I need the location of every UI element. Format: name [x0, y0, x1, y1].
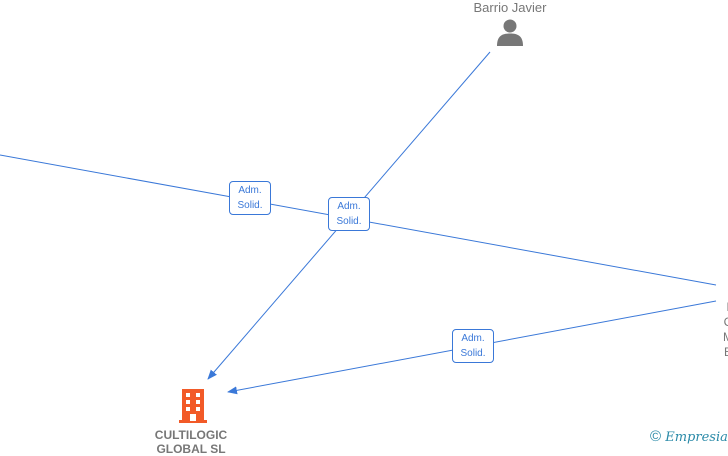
edge-label-line: Solid.: [460, 348, 486, 359]
edge-label-line: Solid.: [237, 200, 263, 211]
edge-label-line: Solid.: [336, 216, 362, 227]
name-line: GLOBAL SL: [156, 442, 226, 456]
brand-logo: Empresia: [665, 430, 728, 445]
company-name[interactable]: CULTILOGIC GLOBAL SL: [131, 428, 251, 456]
watermark: © Empresia: [650, 428, 728, 445]
person-right-name[interactable]: I C M E: [708, 300, 728, 360]
person-top-name[interactable]: Barrio Javier: [473, 0, 547, 15]
edge-label: Adm. Solid.: [229, 181, 271, 215]
building-icon[interactable]: [177, 389, 209, 423]
name-line: M: [708, 330, 728, 345]
copyright-icon: ©: [650, 428, 662, 445]
name-line: I: [708, 300, 728, 315]
edge-label-line: Adm.: [337, 201, 361, 212]
edge-label-line: Adm.: [238, 185, 262, 196]
name-line: CULTILOGIC: [154, 428, 228, 442]
edge-label-line: Adm.: [461, 333, 485, 344]
edge-label: Adm. Solid.: [328, 197, 370, 231]
name-line: C: [723, 315, 728, 329]
edge-label: Adm. Solid.: [452, 329, 494, 363]
person-icon[interactable]: [496, 18, 524, 46]
name-line: E: [723, 345, 728, 359]
